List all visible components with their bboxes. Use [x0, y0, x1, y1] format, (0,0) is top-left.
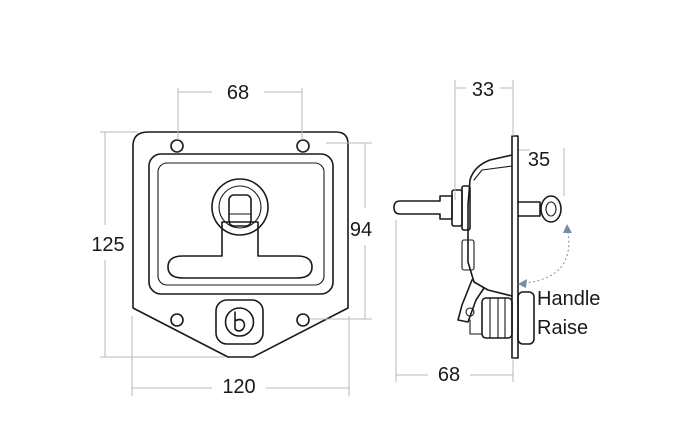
dim-overall-width-value: 120 [222, 376, 255, 398]
dimension-depth-bottom: 68 [395, 220, 514, 386]
side-body-inner [473, 165, 513, 181]
lock-keyway-icon [234, 311, 246, 332]
side-view: Handle Raise 33 35 68 [393, 79, 600, 386]
handle-pivot-inner [218, 185, 262, 229]
handle-raise-arrow [523, 231, 570, 284]
flange-plate [132, 131, 349, 358]
handle-raise-arrowhead-top [563, 224, 572, 233]
side-handle-knob [540, 195, 562, 223]
dimension-hole-spacing: 68 [177, 82, 303, 140]
handle-raise-label-line2: Raise [537, 317, 588, 339]
handle-pivot-slot [228, 194, 252, 227]
dim-depth-bottom-value: 68 [438, 364, 460, 386]
lock-housing [215, 299, 264, 345]
handle-raise-arrowhead-bottom [518, 279, 527, 288]
side-flange-plate [511, 135, 519, 359]
dimension-tray-height: 94 [310, 142, 372, 320]
side-body-housing [467, 154, 513, 297]
mounting-hole-bottom-right [296, 313, 310, 327]
dim-depth-top-value: 33 [472, 79, 494, 101]
side-lock-face [517, 291, 535, 345]
front-view: 68 125 94 120 [91, 82, 372, 398]
side-mechanism-block [461, 239, 475, 271]
t-handle [167, 221, 313, 279]
mounting-hole-top-left [170, 139, 184, 153]
mounting-hole-bottom-left [170, 313, 184, 327]
handle-pivot-boss [211, 178, 269, 236]
side-lock-tail [469, 319, 483, 335]
side-handle-knob-inner [545, 201, 557, 217]
lock-cylinder [224, 307, 255, 337]
mounting-hole-top-right [296, 139, 310, 153]
side-handle-stem [517, 201, 541, 217]
dim-hole-spacing-value: 68 [227, 82, 249, 104]
dimension-depth-top: 33 [454, 79, 514, 200]
side-lock-barrel [481, 297, 513, 339]
dimension-handle-offset: 35 [519, 148, 565, 196]
dim-tray-height-value: 94 [350, 219, 372, 241]
tray-outer [148, 153, 334, 295]
side-lever-pivot [465, 307, 475, 317]
side-shaft-nut [461, 185, 471, 231]
tray-inner [157, 162, 325, 286]
side-shaft [393, 195, 453, 220]
side-shaft-collar [451, 189, 463, 227]
handle-raise-label-line1: Handle [537, 288, 600, 310]
dimension-overall-height: 125 [91, 131, 225, 358]
side-latch-lever [457, 279, 485, 323]
dimension-overall-width: 120 [131, 316, 350, 398]
dim-handle-offset-value: 35 [528, 149, 550, 171]
dim-overall-height-value: 125 [91, 234, 124, 256]
